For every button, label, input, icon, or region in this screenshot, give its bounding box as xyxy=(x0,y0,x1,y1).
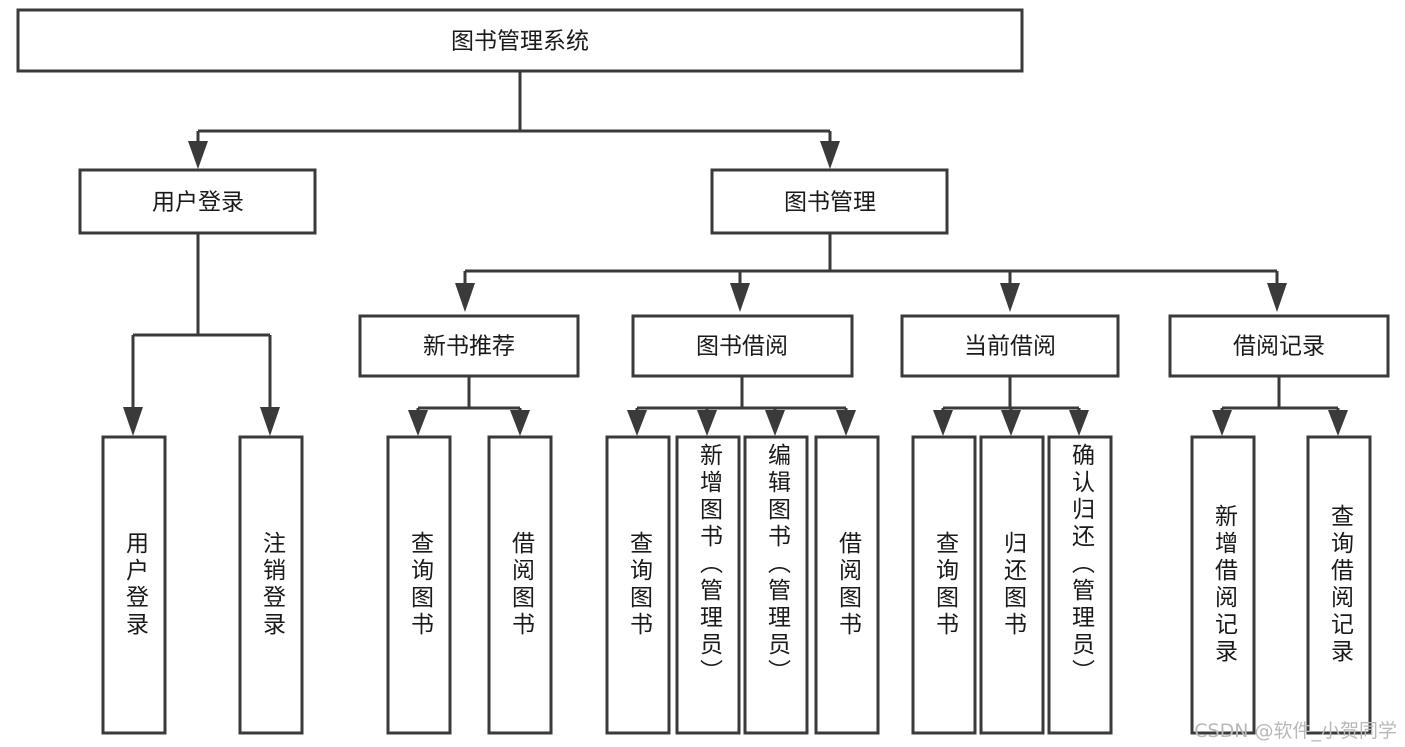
node-user-login-label: 用户登录 xyxy=(152,190,244,216)
leaf-add-record-box[interactable] xyxy=(1190,435,1256,735)
arrow-leaf-return-book-icon xyxy=(1001,410,1021,436)
node-book-borrow-label: 图书借阅 xyxy=(696,334,788,360)
leaf-edit-book-box[interactable] xyxy=(743,435,809,735)
node-root-label: 图书管理系统 xyxy=(451,29,589,55)
node-user-login-box[interactable] xyxy=(78,168,317,235)
connector-group-root xyxy=(188,71,840,169)
leaf-group-current-borrow xyxy=(911,435,1113,735)
arrow-borrow-record-icon xyxy=(1267,283,1287,312)
arrow-leaf-edit-book-icon xyxy=(765,410,785,436)
connector-group-book-manage xyxy=(455,233,1287,312)
arrow-root-to-book-manage-icon xyxy=(820,141,840,169)
node-borrow-record[interactable]: 借阅记录 xyxy=(1168,314,1390,378)
arrow-leaf-query-record-icon xyxy=(1328,410,1348,436)
arrow-root-to-user-login-icon xyxy=(188,141,208,169)
leaf-user-login-box[interactable] xyxy=(101,435,167,735)
node-user-login[interactable]: 用户登录 xyxy=(78,168,317,235)
arrow-leaf-query-book-3-icon xyxy=(933,410,953,436)
node-current-borrow-box[interactable] xyxy=(900,314,1120,378)
node-book-borrow-box[interactable] xyxy=(631,314,854,378)
node-new-book-recommend[interactable]: 新书推荐 xyxy=(358,314,580,378)
leaf-query-book-3-box[interactable] xyxy=(911,435,977,735)
arrow-leaf-query-book-1-icon xyxy=(408,410,428,436)
arrow-leaf-confirm-return-icon xyxy=(1069,410,1089,436)
arrow-leaf-add-book-icon xyxy=(697,410,717,436)
leaf-query-book-2-box[interactable] xyxy=(605,435,671,735)
node-book-manage[interactable]: 图书管理 xyxy=(710,168,949,235)
connector-group-book-borrow xyxy=(627,376,856,436)
arrow-current-borrow-icon xyxy=(1000,283,1020,312)
arrow-leaf-user-login-icon xyxy=(123,407,143,436)
arrow-leaf-add-record-icon xyxy=(1212,410,1232,436)
arrow-leaf-borrow-book-2-icon xyxy=(836,410,856,436)
leaf-borrow-book-2-box[interactable] xyxy=(814,435,880,735)
leaf-group-user-login xyxy=(101,435,304,735)
connector-group-current-borrow xyxy=(933,376,1089,436)
leaf-group-book-borrow xyxy=(605,435,880,735)
connector-group-borrow-record xyxy=(1212,376,1348,436)
leaf-add-book-box[interactable] xyxy=(675,435,741,735)
watermark: CSDN @软件_小贺同学 xyxy=(1194,720,1397,742)
arrow-leaf-query-book-2-icon xyxy=(627,410,647,436)
arrow-leaf-logout-icon xyxy=(260,407,280,436)
arrow-leaf-borrow-book-1-icon xyxy=(510,410,530,436)
node-book-borrow[interactable]: 图书借阅 xyxy=(631,314,854,378)
leaf-group-new-book-recommend xyxy=(386,435,553,735)
connector-group-new-book-recommend xyxy=(408,376,530,436)
node-borrow-record-label: 借阅记录 xyxy=(1233,334,1325,360)
node-current-borrow-label: 当前借阅 xyxy=(964,334,1056,360)
node-book-manage-box[interactable] xyxy=(710,168,949,235)
arrow-book-borrow-icon xyxy=(730,283,750,312)
node-book-manage-label: 图书管理 xyxy=(784,190,876,216)
connector-group-user-login xyxy=(123,233,280,436)
leaf-confirm-return-box[interactable] xyxy=(1047,435,1113,735)
leaf-query-book-1-box[interactable] xyxy=(386,435,452,735)
node-root-box[interactable] xyxy=(16,8,1024,73)
leaf-return-book-box[interactable] xyxy=(979,435,1045,735)
leaf-borrow-book-1-box[interactable] xyxy=(487,435,553,735)
leaf-group-borrow-record xyxy=(1190,435,1372,735)
leaf-query-record-box[interactable] xyxy=(1306,435,1372,735)
leaf-logout-box[interactable] xyxy=(238,435,304,735)
node-new-book-recommend-label: 新书推荐 xyxy=(423,334,515,360)
arrow-new-book-recommend-icon xyxy=(455,283,475,312)
node-root[interactable]: 图书管理系统 xyxy=(16,8,1024,73)
node-new-book-recommend-box[interactable] xyxy=(358,314,580,378)
node-current-borrow[interactable]: 当前借阅 xyxy=(900,314,1120,378)
node-borrow-record-box[interactable] xyxy=(1168,314,1390,378)
